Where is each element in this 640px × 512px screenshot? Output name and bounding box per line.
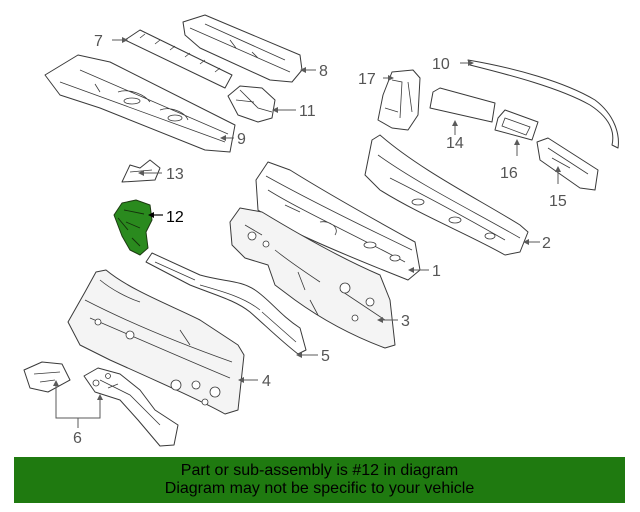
part-7-shape (124, 29, 233, 89)
part-2-shape (364, 134, 529, 256)
part-15-shape (536, 137, 599, 191)
part-6-shape-b (83, 367, 179, 447)
part-16-shape (494, 109, 539, 141)
part-14-shape (429, 87, 496, 123)
leader-arrows (53, 37, 561, 400)
part-3-shape (229, 207, 396, 349)
part-12-highlighted-shape (113, 199, 153, 256)
part-4-shape (67, 269, 245, 415)
callout-16: 16 (500, 165, 518, 182)
parts-diagram: 7 8 9 10 11 17 14 16 15 13 2 1 3 5 4 6 1… (23, 14, 619, 447)
callout-11: 11 (299, 103, 316, 120)
part-9-shape (44, 54, 236, 153)
callout-12: 12 (166, 209, 184, 226)
banner-line-2: Diagram may not be specific to your vehi… (164, 480, 475, 497)
callout-8: 8 (319, 63, 328, 80)
part-17-shape (377, 69, 421, 131)
banner-line-1: Part or sub-assembly is #12 in diagram (180, 462, 459, 479)
part-6-shape-a (23, 361, 71, 393)
callout-2: 2 (542, 235, 551, 252)
part-11-shape (227, 85, 276, 123)
callout-13: 13 (166, 166, 184, 183)
callout-10: 10 (432, 56, 450, 73)
callout-5: 5 (321, 348, 330, 365)
callout-4: 4 (262, 373, 271, 390)
part-5-shape (145, 252, 307, 355)
leader-lines (55, 39, 559, 428)
info-banner: Part or sub-assembly is #12 in diagram D… (14, 457, 625, 503)
callout-9: 9 (237, 131, 246, 148)
part-13-shape (121, 159, 161, 183)
callout-17: 17 (358, 71, 376, 88)
callout-7: 7 (94, 33, 103, 50)
callout-15: 15 (549, 193, 567, 210)
callout-labels: 7 8 9 10 11 17 14 16 15 13 2 1 3 5 4 6 1… (73, 33, 567, 447)
callout-3: 3 (401, 313, 410, 330)
callout-6: 6 (73, 430, 82, 447)
part-8-shape (182, 14, 303, 83)
part-10-shape (467, 59, 619, 149)
callout-14: 14 (446, 135, 464, 152)
part-1-shape (255, 161, 421, 281)
callout-1: 1 (432, 263, 441, 280)
